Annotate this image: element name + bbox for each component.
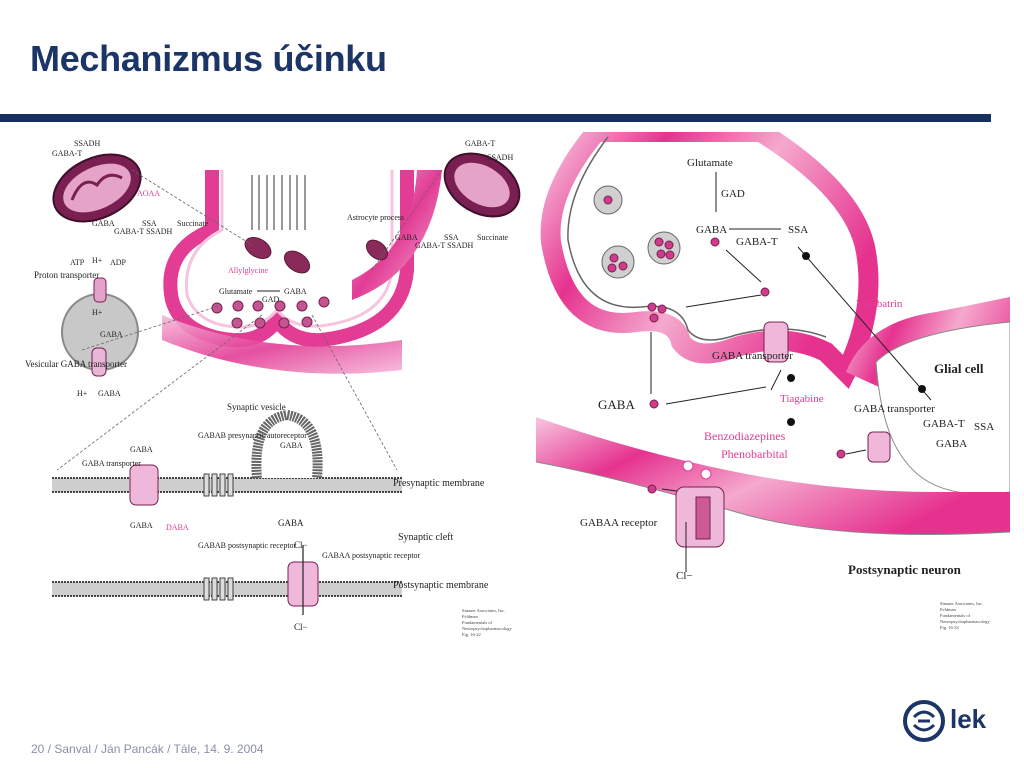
gabab-pre-label: GABAB presynaptic autoreceptor [198, 431, 307, 440]
postsynaptic-band [162, 315, 402, 374]
ssa-label-glia: SSA [974, 421, 994, 433]
gaba-label-transporter-bottom: GABA [130, 521, 153, 530]
gaba-label-transporter-top: GABA [130, 445, 153, 454]
gad-label: GAD [262, 295, 280, 304]
gabab-post-label: GABAB postsynaptic receptor [198, 541, 297, 550]
ssa-label-right: SSA [444, 233, 459, 242]
svg-text:Neuropsychopharmacology: Neuropsychopharmacology [940, 619, 990, 624]
presynaptic-membrane [52, 409, 402, 493]
daba-label: DABA [166, 523, 189, 532]
gaba-label-terminal-right: GABA [696, 224, 727, 236]
glial-cell-label: Glial cell [934, 361, 984, 376]
synaptic-cleft-label: Synaptic cleft [398, 532, 453, 543]
glia-gaba-transporter-label: GABA transporter [854, 403, 935, 415]
lek-logo [903, 700, 945, 742]
gaba-transporter-label-right: GABA transporter [712, 350, 793, 362]
title-rule [0, 114, 991, 122]
glutamate-label-right: Glutamate [687, 157, 733, 169]
hplus-label-out: H+ [77, 389, 88, 398]
gabat-label-left: GABA-T [52, 149, 82, 158]
ssa-label-terminal: SSA [788, 224, 808, 236]
gaba-label-vesicle: GABA [100, 330, 123, 339]
vesicular-transporter-label: Vesicular GABA transporter [25, 359, 127, 369]
credit-right: Sinauer Associates, Inc. Feldman Fundame… [940, 601, 990, 630]
enzymes-label-right: GABA-T SSADH [415, 241, 474, 250]
succinate-label-right: Succinate [477, 233, 509, 242]
svg-text:Sinauer Associates, Inc.: Sinauer Associates, Inc. [940, 601, 983, 607]
gaba-label-cleft-right: GABA [598, 397, 635, 412]
adp-label: ADP [110, 258, 127, 267]
gaba-transporter-label-left: GABA transporter [82, 459, 141, 468]
gaba-label-vesicle-fusion: GABA [280, 441, 303, 450]
postsynaptic-neuron-label: Postsynaptic neuron [848, 562, 962, 577]
svg-text:Feldman: Feldman [462, 614, 478, 619]
cl-label-bottom: Cl− [294, 622, 308, 632]
synaptic-vesicle-label: Synaptic vesicle [227, 402, 286, 412]
astrocyte-label: Astrocyte process [347, 213, 404, 222]
gabaa-receptor-label: GABAA receptor [580, 517, 658, 529]
gabat-label-terminal: GABA-T [736, 236, 778, 248]
lek-logo-text: lek [950, 704, 987, 734]
ssa-label-left: SSA [142, 219, 157, 228]
cl-label-right: Cl− [676, 570, 693, 582]
svg-text:Fig. 16-22: Fig. 16-22 [462, 632, 481, 637]
gaba-synapse-diagram: Allylglycine Glutamate GABA GAD SSADH GA… [25, 139, 521, 637]
vigabatrin-label: Vigabatrin [856, 298, 903, 310]
gaba-label-mito-left: GABA [92, 219, 115, 228]
ssadh-label-left: SSADH [74, 139, 100, 148]
gaba-label-mito-right: GABA [395, 233, 418, 242]
allylglycine-label: Allylglycine [228, 266, 268, 275]
atp-label: ATP [70, 258, 85, 267]
aoaa-label-left: AOAA [137, 189, 160, 198]
presynaptic-terminal-right [540, 132, 879, 389]
credit-left: Sinauer Associates, Inc. Feldman Fundame… [462, 608, 512, 637]
tiagabine-label: Tiagabine [780, 393, 824, 405]
postsynaptic-membrane-label: Postsynaptic membrane [393, 580, 489, 591]
cl-label-top: Cl− [294, 540, 308, 550]
ssadh-label-right: SSADH [487, 153, 513, 162]
svg-text:Neuropsychopharmacology: Neuropsychopharmacology [462, 626, 512, 631]
postsynaptic-band-right [536, 417, 1010, 535]
proton-transporter-label: Proton transporter [34, 270, 99, 280]
gabaa-post-label: GABAA postsynaptic receptor [322, 551, 421, 560]
postsynaptic-membrane [52, 581, 402, 597]
svg-text:Feldman: Feldman [940, 607, 956, 612]
gaba-label-glia: GABA [936, 438, 967, 450]
slide-title: Mechanizmus účinku [30, 38, 387, 79]
gabat-label-right: GABA-T [465, 139, 495, 148]
svg-text:Fundamentals of: Fundamentals of [462, 620, 493, 625]
gad-label-right: GAD [721, 188, 745, 200]
svg-text:Sinauer Associates, Inc.: Sinauer Associates, Inc. [462, 608, 505, 614]
presynaptic-membrane-label: Presynaptic membrane [393, 478, 485, 489]
gaba-label-terminal: GABA [284, 287, 307, 296]
hplus-label-top: H+ [92, 256, 103, 265]
benzodiazepines-label: Benzodiazepines [704, 429, 786, 443]
enzymes-label-left: GABA-T SSADH [114, 227, 173, 236]
gaba-label-vesicle-out: GABA [98, 389, 121, 398]
slide-footer: 20 / Sanval / Ján Pancák / Tále, 14. 9. … [31, 742, 264, 756]
glutamate-label: Glutamate [219, 287, 253, 296]
svg-text:Fundamentals of: Fundamentals of [940, 613, 971, 618]
succinate-label-left: Succinate [177, 219, 209, 228]
svg-text:Fig. 16-33: Fig. 16-33 [940, 625, 960, 630]
gabat-label-glia: GABA-T [923, 418, 965, 430]
aoaa-label-right: AOAA [405, 204, 428, 213]
hplus-label-inside: H+ [92, 308, 103, 317]
gaba-label-cleft: GABA [278, 518, 304, 528]
drug-action-diagram: Glutamate GAD GABA SSA GABA-T Vigabatrin… [536, 132, 1010, 630]
phenobarbital-label: Phenobarbital [721, 447, 788, 461]
